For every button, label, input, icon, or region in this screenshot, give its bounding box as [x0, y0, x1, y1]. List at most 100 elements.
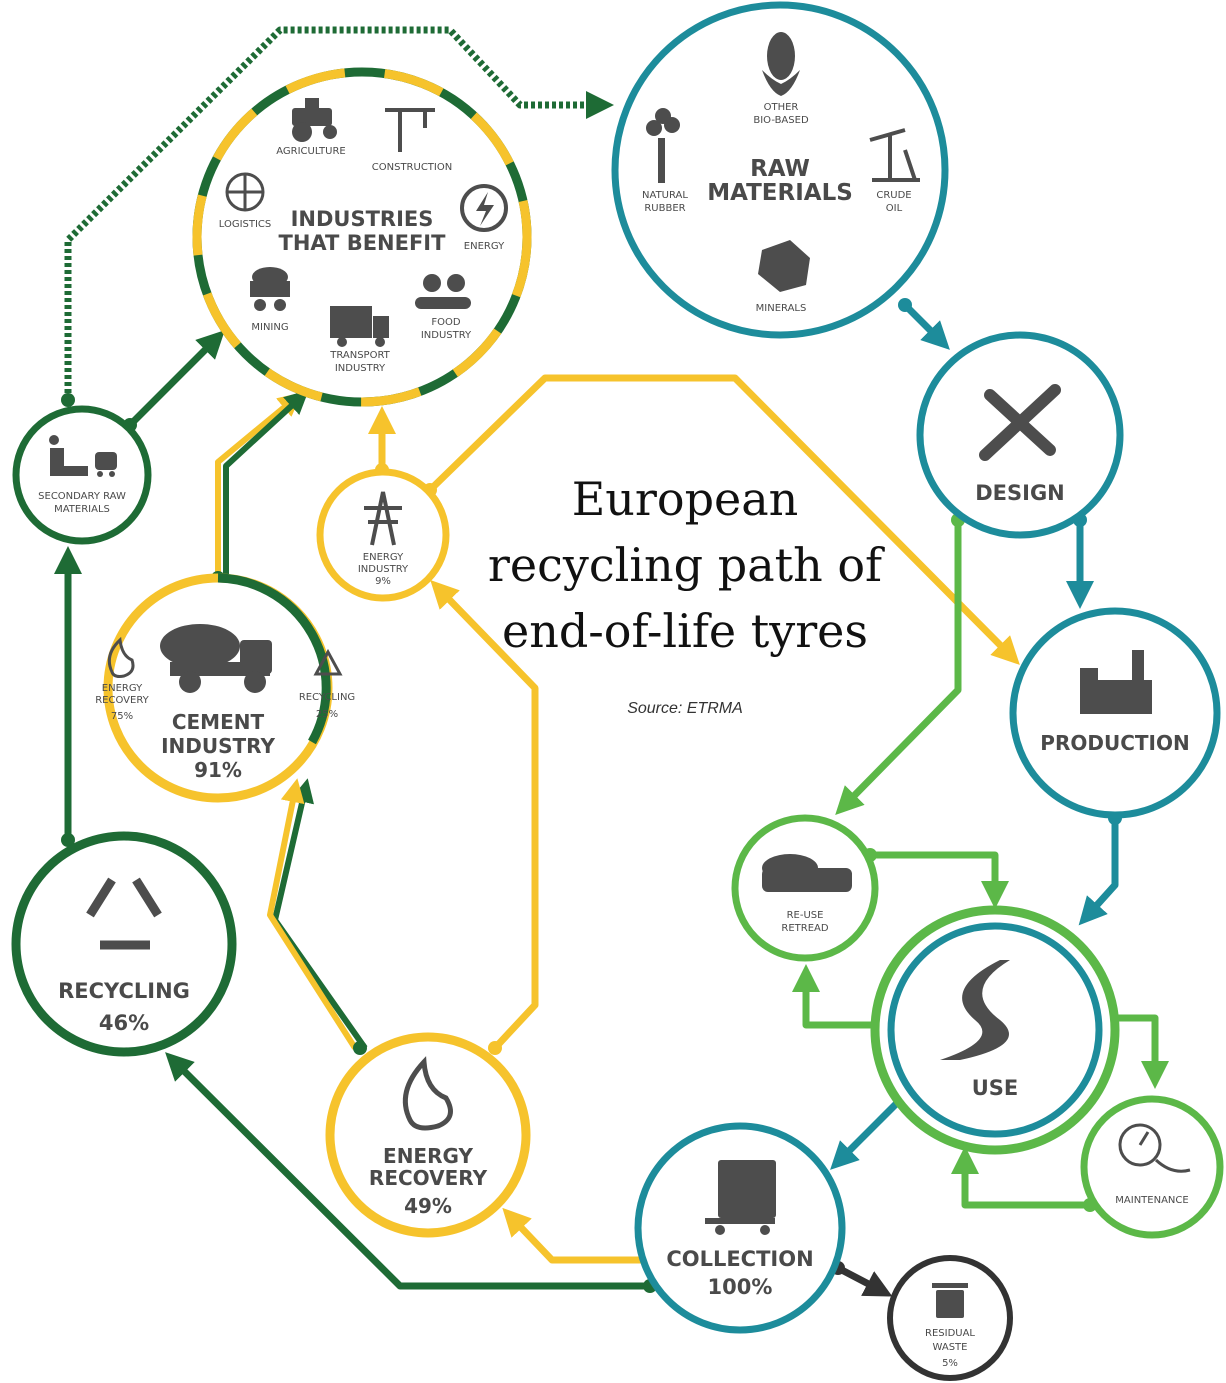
label-crude-oil-2: OIL: [886, 203, 903, 214]
node-use: USE: [870, 905, 1120, 1155]
arrow-energyind-to-production: [427, 374, 1020, 665]
crane-icon: [385, 108, 435, 152]
energy-rec-title-1: ENERGY: [383, 1144, 473, 1168]
collection-title-1: COLLECTION: [666, 1247, 813, 1271]
label-food-1: FOOD: [431, 317, 460, 328]
residual-1: RESIDUAL: [925, 1328, 975, 1339]
cement-er-2: RECOVERY: [95, 695, 149, 706]
label-agriculture: AGRICULTURE: [276, 146, 346, 157]
gauge-icon: [1118, 1123, 1191, 1173]
title-line-2: recycling path of: [487, 538, 883, 592]
label-energy: ENERGY: [464, 241, 505, 252]
power-tower-icon: [364, 491, 402, 546]
arrow-energyrec-to-energyind: [430, 579, 539, 1051]
factory-icon: [1080, 650, 1152, 714]
tyre-tread-icon: [762, 854, 852, 892]
label-construction: CONSTRUCTION: [372, 162, 452, 173]
cement-title-2: INDUSTRY: [161, 734, 275, 758]
label-secondary-2: MATERIALS: [54, 504, 110, 515]
label-natural-rubber-2: RUBBER: [644, 203, 685, 214]
truck-icon: [330, 306, 389, 347]
recycling-title-1: RECYCLING: [58, 979, 190, 1003]
arrow-use-to-maintenance: [1110, 1014, 1169, 1089]
arrow-raw-to-design: [902, 302, 950, 350]
title-line-1: European: [571, 472, 799, 526]
corn-icon: [762, 32, 800, 96]
recycling-title-2: 46%: [99, 1011, 149, 1035]
arrow-collection-to-energyrec: [502, 1207, 648, 1264]
tractor-icon: [292, 98, 337, 142]
energy-rec-title-2: RECOVERY: [369, 1166, 488, 1190]
flame-small-icon: [107, 636, 135, 678]
title-line-3: end-of-life tyres: [501, 604, 869, 658]
label-other-bio-1: OTHER: [764, 102, 799, 113]
arrow-reuse-to-use: [870, 851, 1009, 909]
rubber-tree-icon: [646, 108, 680, 183]
recycle-small-icon: [313, 648, 343, 676]
energy-rec-title-3: 49%: [404, 1194, 452, 1218]
label-transport-2: INDUSTRY: [335, 363, 386, 374]
arrow-collection-to-recycling: [165, 1052, 650, 1290]
arrow-production-to-use: [1078, 818, 1119, 926]
node-recycling: RECYCLING 46%: [11, 831, 237, 1057]
cement-mixer-icon: [160, 624, 272, 693]
factory-cart-icon: [49, 435, 117, 477]
mine-cart-icon: [250, 267, 290, 311]
label-food-2: INDUSTRY: [421, 330, 472, 341]
industries-title-line1: INDUSTRIES: [291, 207, 434, 231]
use-title: USE: [972, 1076, 1019, 1100]
cement-er-3: 75%: [111, 711, 133, 722]
residual-2: WASTE: [933, 1342, 968, 1353]
node-maintenance: MAINTENANCE: [1080, 1095, 1224, 1239]
arrow-design-to-reuse: [835, 520, 962, 815]
cement-rec-2: 25%: [316, 709, 338, 720]
arrow-energy-to-cement-yellow: [267, 778, 358, 1050]
mineral-rock-icon: [758, 240, 810, 292]
arrow-collection-to-residual: [836, 1264, 893, 1297]
label-transport-1: TRANSPORT: [329, 350, 390, 361]
dotted-link-secondary-to-raw: [64, 26, 614, 400]
arrow-secondary-to-industries: [127, 330, 225, 428]
label-energy-ind-2: INDUSTRY: [358, 564, 409, 575]
maintenance-label: MAINTENANCE: [1115, 1195, 1188, 1206]
cement-title-3: 91%: [194, 758, 242, 782]
lightning-icon: [460, 184, 508, 232]
tools-icon: [979, 384, 1061, 461]
cart-tyres-icon: [705, 1160, 776, 1235]
label-energy-ind-3: 9%: [375, 576, 391, 587]
recycle-icon: [86, 877, 162, 950]
oil-pump-icon: [869, 128, 920, 182]
production-title: PRODUCTION: [1040, 731, 1189, 755]
label-natural-rubber-1: NATURAL: [642, 190, 688, 201]
label-energy-ind-1: ENERGY: [363, 552, 404, 563]
node-production: PRODUCTION: [1009, 607, 1221, 819]
arrow-use-to-collection: [830, 1092, 908, 1170]
raw-title-line2: MATERIALS: [707, 180, 853, 206]
label-crude-oil-1: CRUDE: [876, 190, 911, 201]
design-title: DESIGN: [975, 481, 1065, 505]
reuse-2: RETREAD: [781, 923, 828, 934]
arrow-use-to-reuse: [792, 964, 880, 1029]
residual-3: 5%: [942, 1358, 958, 1369]
cement-title-1: CEMENT: [172, 710, 265, 734]
node-design: DESIGN: [916, 331, 1124, 539]
raw-title-line1: RAW: [750, 156, 810, 182]
